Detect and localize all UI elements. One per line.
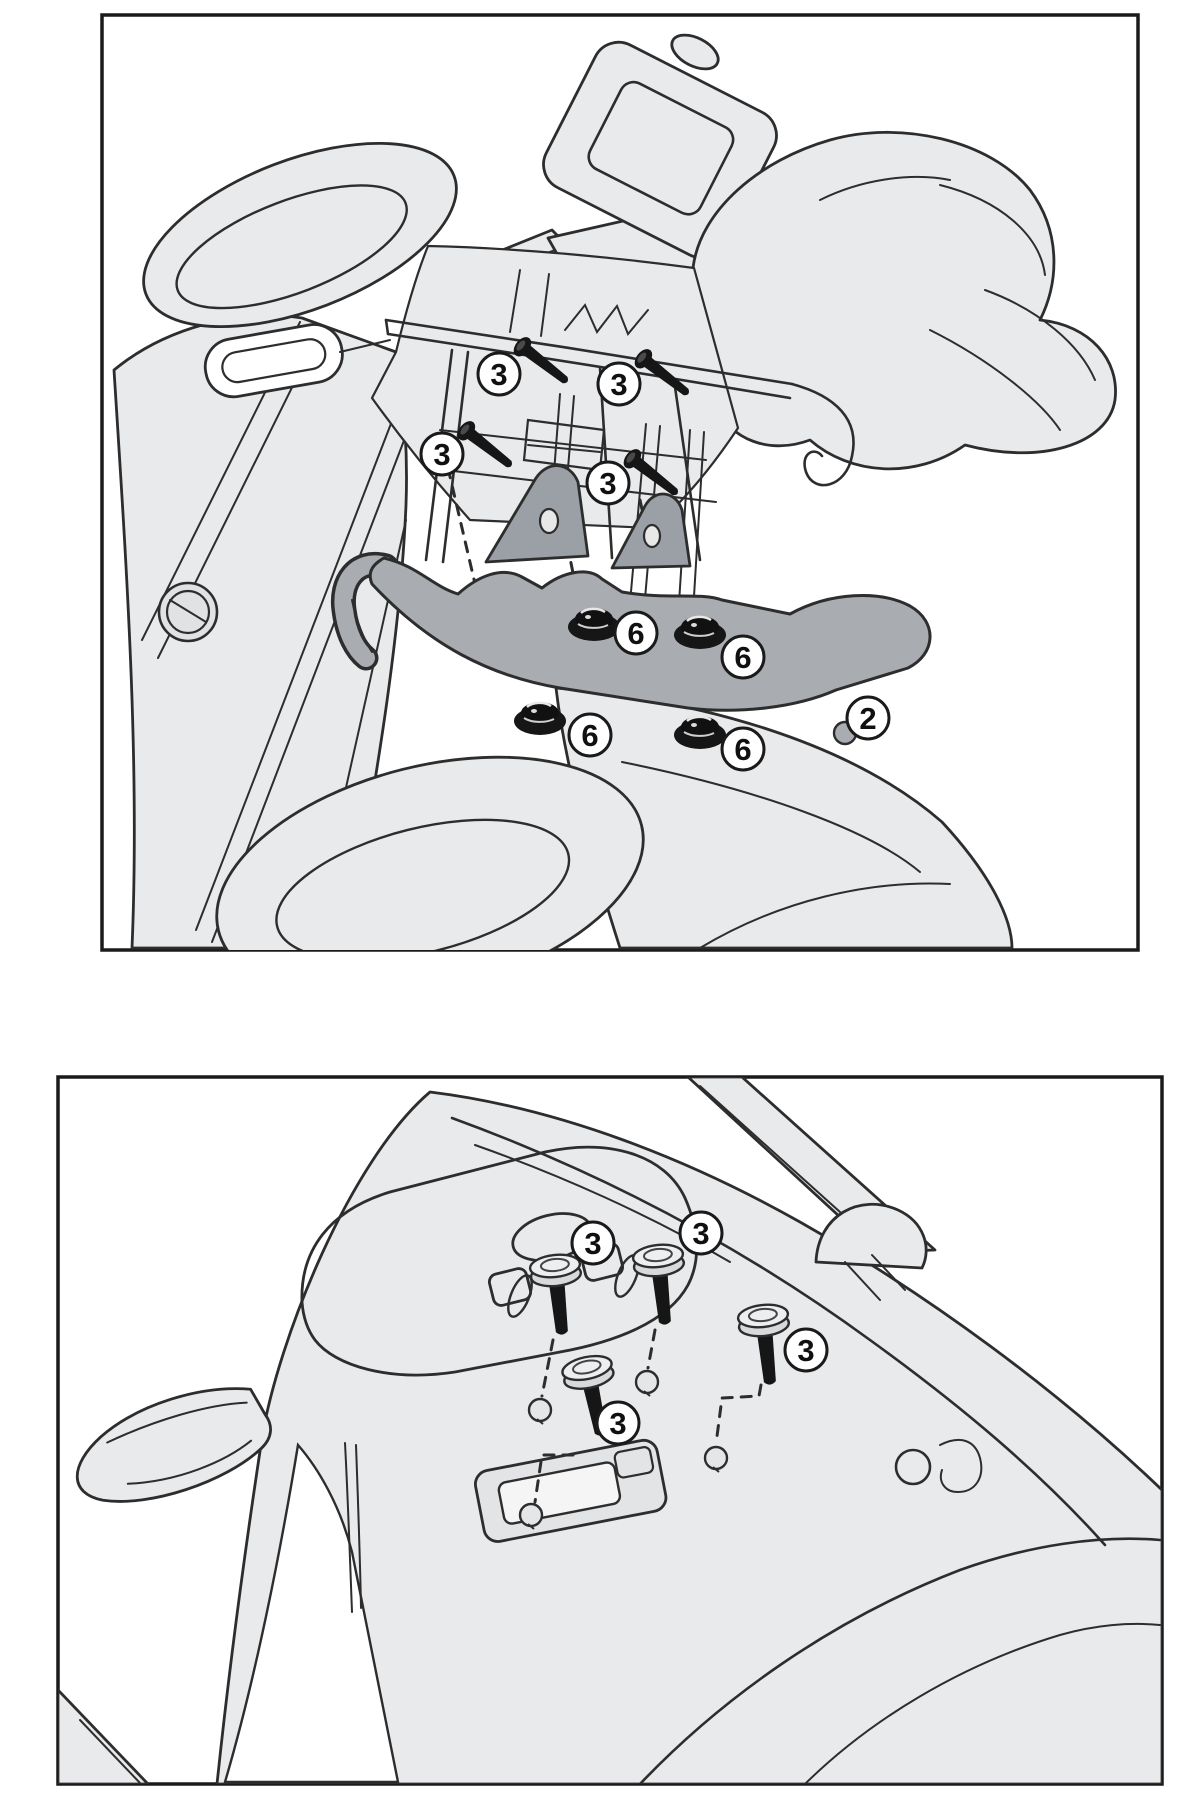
body-grommet xyxy=(894,1448,932,1486)
tab-hole-right xyxy=(642,523,662,549)
svg-text:6: 6 xyxy=(734,732,751,767)
svg-text:3: 3 xyxy=(692,1216,709,1251)
harness-squiggle xyxy=(564,303,649,336)
mount-frame-lines xyxy=(203,269,855,811)
hook-guide xyxy=(790,382,855,487)
callout-3: 3 xyxy=(596,361,642,407)
svg-text:6: 6 xyxy=(581,718,598,753)
tab-hole-left xyxy=(538,507,560,535)
rear-blinker xyxy=(75,1387,272,1503)
svg-text:2: 2 xyxy=(859,701,876,736)
svg-text:3: 3 xyxy=(433,437,450,472)
panel-2-rear-mount: 3 3 3 3 xyxy=(58,1077,1162,1784)
svg-text:3: 3 xyxy=(490,357,507,392)
callout-6: 6 xyxy=(613,610,659,656)
svg-text:3: 3 xyxy=(610,367,627,402)
panel-2-callouts: 3 3 3 3 xyxy=(570,1210,829,1446)
body-gap xyxy=(223,1442,400,1784)
callout-6: 6 xyxy=(567,712,613,758)
front-fender xyxy=(215,686,1014,950)
bolt-boss xyxy=(507,1274,533,1318)
panel-1-front-mount: 3 3 3 3 6 6 6 6 2 xyxy=(112,33,1117,950)
callout-6: 6 xyxy=(720,634,766,680)
svg-text:3: 3 xyxy=(599,466,616,501)
callout-6: 6 xyxy=(720,726,766,772)
tail-body xyxy=(215,1090,1162,1784)
bracket-tab-left xyxy=(484,464,590,564)
plate-square-hole xyxy=(487,1267,533,1307)
corner-fairing-wedge xyxy=(58,1688,150,1784)
panel-1-callouts: 3 3 3 3 6 6 6 6 2 xyxy=(419,351,891,772)
svg-text:3: 3 xyxy=(584,1226,601,1261)
callout-2: 2 xyxy=(845,695,891,741)
callout-3: 3 xyxy=(783,1327,829,1373)
grab-rail-end xyxy=(814,1202,928,1270)
callout-3: 3 xyxy=(419,431,465,477)
callout-3: 3 xyxy=(595,1400,641,1446)
leader-lines xyxy=(533,1328,763,1504)
clamp-loop xyxy=(203,323,344,399)
svg-text:3: 3 xyxy=(609,1406,626,1441)
svg-text:3: 3 xyxy=(797,1333,814,1368)
callout-3: 3 xyxy=(678,1210,724,1256)
callout-3: 3 xyxy=(476,351,522,397)
callout-3: 3 xyxy=(585,460,631,506)
svg-text:6: 6 xyxy=(734,640,751,675)
callout-3: 3 xyxy=(570,1220,616,1266)
svg-text:6: 6 xyxy=(627,616,644,651)
